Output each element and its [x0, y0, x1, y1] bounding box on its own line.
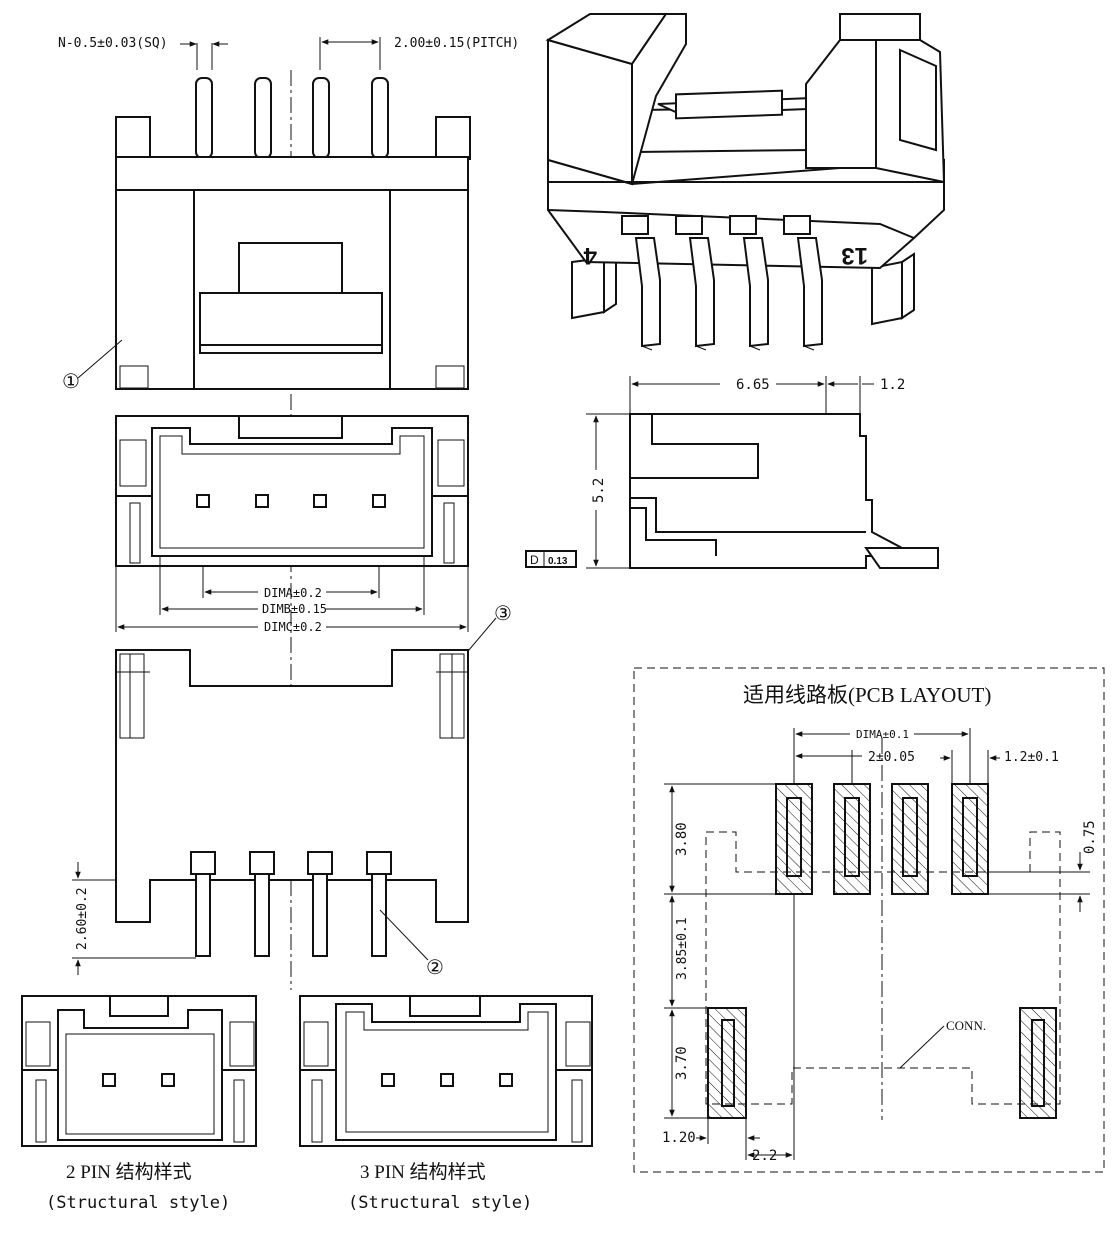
pcb-title: 适用线路板(PCB LAYOUT)	[743, 683, 991, 707]
variant-3pin-title: 3 PIN 结构样式	[360, 1161, 486, 1183]
pcb-dim-22: 2.2	[752, 1148, 777, 1164]
flatness-frame	[525, 550, 577, 568]
standoff-label: 2.60±0.2	[75, 887, 90, 950]
top-view: N-0.5±0.03(SQ) 2.00±0.15(PITCH) ①	[58, 36, 519, 990]
tail-label: 1.2	[880, 377, 905, 393]
pin-size-label: N-0.5±0.03(SQ)	[58, 36, 168, 51]
pcb-dim-380: 3.80	[674, 822, 690, 856]
height-label: 5.2	[591, 478, 607, 503]
isometric-view: 4 13	[545, 13, 946, 351]
pcb-signal-pads	[775, 783, 989, 895]
pcb-pitch: 2±0.05	[868, 750, 915, 765]
pcb-pad-width: 1.2±0.1	[1004, 750, 1059, 765]
pcb-conn-label: CONN.	[946, 1018, 986, 1033]
variant-3pin-subtitle: (Structural style)	[348, 1193, 532, 1213]
pcb-dim-075: 0.75	[1082, 820, 1098, 854]
pcb-dim-385: 3.85±0.1	[675, 917, 690, 980]
iso-mark-last-pin: 13	[841, 242, 868, 269]
callout-1: ①	[62, 371, 80, 393]
pcb-dim-120: 1.20	[662, 1130, 696, 1146]
dim-b-label: DIMB±0.15	[262, 602, 327, 616]
flatness-symbol: D	[530, 553, 539, 567]
bottom-view-pins	[190, 851, 392, 957]
top-view-pins	[195, 77, 389, 159]
variant-2pin-title: 2 PIN 结构样式	[66, 1161, 192, 1183]
front-view: DIMA±0.2 DIMB±0.15 DIMC±0.2 ③	[115, 415, 512, 671]
pitch-label: 2.00±0.15(PITCH)	[394, 36, 519, 51]
variant-2pin-subtitle: (Structural style)	[46, 1193, 230, 1213]
pcb-dim-a: DIMA±0.1	[856, 728, 909, 741]
length-label: 6.65	[736, 377, 770, 393]
pcb-dim-370: 3.70	[674, 1046, 690, 1080]
pcb-layout: 适用线路板(PCB LAYOUT) DIMA±0.1	[633, 667, 1105, 1173]
bottom-view: 2.60±0.2 ②	[72, 649, 469, 979]
pcb-mounting-pads	[707, 1007, 1057, 1119]
dim-c-label: DIMC±0.2	[264, 620, 322, 634]
pcb-frame	[633, 667, 1105, 1173]
callout-2: ②	[426, 957, 444, 979]
callout-3: ③	[494, 603, 512, 625]
variant-3pin: 3 PIN 结构样式 (Structural style)	[299, 995, 593, 1213]
iso-mark-first-pin: 4	[583, 242, 597, 269]
side-view: 6.65 1.2 5.2 D 0.13	[525, 376, 939, 569]
dim-a-label: DIMA±0.2	[264, 586, 322, 600]
flatness-value: 0.13	[548, 556, 568, 567]
variant-2pin: 2 PIN 结构样式 (Structural style)	[21, 995, 257, 1213]
iso-pins	[634, 237, 823, 351]
